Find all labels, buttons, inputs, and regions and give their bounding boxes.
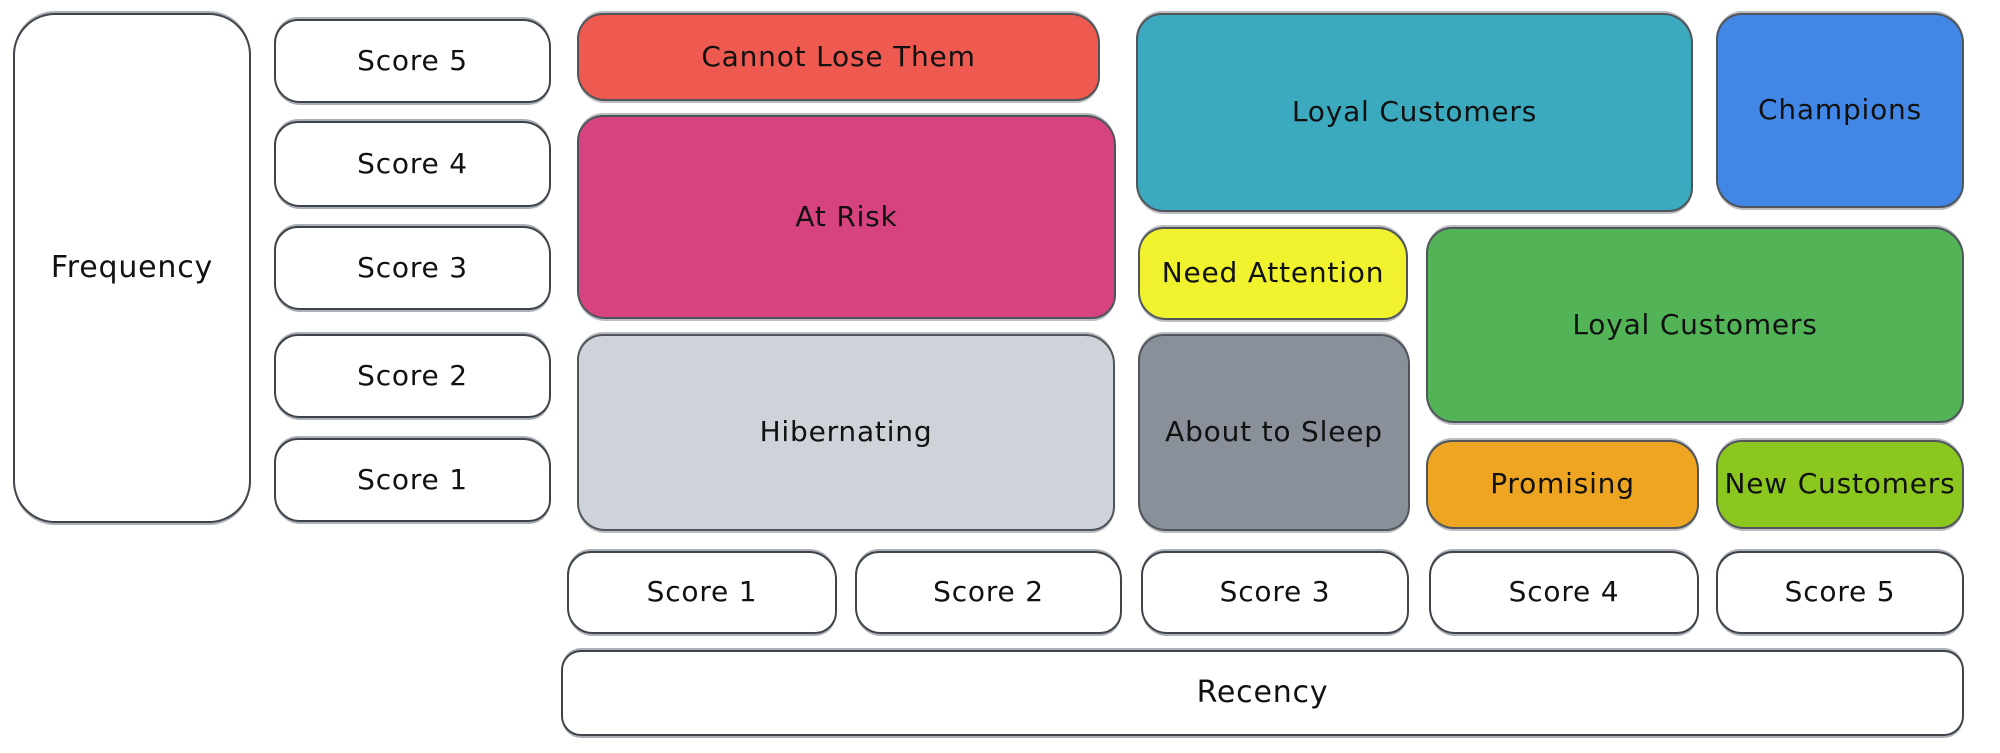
recency-score-3-label: Score 3 [1219,575,1331,609]
segment-about-to-sleep: About to Sleep [1138,334,1410,531]
segment-hibernating-label: Hibernating [759,415,933,449]
segment-need-attention: Need Attention [1138,227,1408,320]
segment-loyal-customers-right-label: Loyal Customers [1572,307,1818,341]
frequency-score-2-label: Score 2 [357,358,468,392]
segment-cannot-lose-them-label: Cannot Lose Them [701,39,976,73]
recency-score-4-label: Score 4 [1508,575,1620,609]
recency-axis-label: Recency [1196,674,1329,710]
segment-about-to-sleep-label: About to Sleep [1165,415,1383,449]
recency-score-5-label: Score 5 [1784,575,1896,609]
segment-champions-label: Champions [1758,93,1922,127]
segment-cannot-lose-them: Cannot Lose Them [577,13,1100,101]
frequency-score-1-box: Score 1 [274,438,551,522]
frequency-axis-label: Frequency [50,249,214,285]
segment-need-attention-label: Need Attention [1161,256,1385,290]
recency-score-2-box: Score 2 [855,551,1122,634]
segment-new-customers: New Customers [1716,440,1964,529]
segment-loyal-customers-top: Loyal Customers [1136,13,1693,212]
frequency-score-1-label: Score 1 [357,462,468,496]
frequency-score-3-label: Score 3 [357,250,468,284]
frequency-score-5-label: Score 5 [357,43,468,77]
frequency-score-3-box: Score 3 [274,226,551,310]
recency-score-2-label: Score 2 [933,575,1044,609]
frequency-score-4-box: Score 4 [274,121,551,207]
segment-hibernating: Hibernating [577,334,1115,531]
segment-promising-label: Promising [1490,467,1635,501]
frequency-score-2-box: Score 2 [274,334,551,418]
segment-promising: Promising [1426,440,1699,529]
segment-new-customers-label: New Customers [1724,467,1956,501]
segment-champions: Champions [1716,13,1964,208]
segment-loyal-customers-right: Loyal Customers [1426,227,1964,423]
recency-axis-label-box: Recency [561,650,1964,736]
segment-loyal-customers-top-label: Loyal Customers [1291,95,1538,129]
recency-score-1-box: Score 1 [567,551,837,634]
segment-at-risk-label: At Risk [795,199,898,233]
recency-score-1-label: Score 1 [646,575,758,609]
frequency-axis-label-box: Frequency [13,13,251,523]
segment-at-risk: At Risk [577,115,1116,319]
recency-score-4-box: Score 4 [1429,551,1699,634]
frequency-score-5-box: Score 5 [274,19,551,103]
recency-score-5-box: Score 5 [1716,551,1964,634]
frequency-score-4-label: Score 4 [357,146,468,180]
recency-score-3-box: Score 3 [1141,551,1409,634]
